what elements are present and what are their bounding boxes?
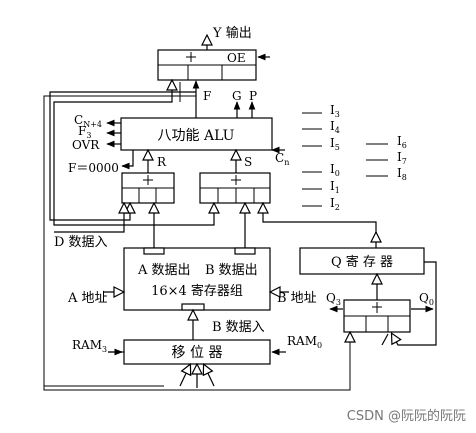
i6-label: I6 bbox=[397, 134, 407, 150]
f3-label: F3 bbox=[78, 124, 91, 140]
ram3-label: RAM3 bbox=[72, 338, 107, 354]
y-output-label: Y 输出 bbox=[212, 25, 252, 41]
i1-label: I1 bbox=[330, 179, 340, 195]
q-register-box bbox=[299, 247, 425, 275]
b-port-tab bbox=[234, 247, 256, 255]
a-bus-to-mux bbox=[53, 81, 172, 226]
s-label: S bbox=[244, 155, 252, 169]
b-address-label: B 地址 bbox=[277, 291, 317, 306]
i5-label: I5 bbox=[330, 136, 340, 152]
output-mux bbox=[157, 49, 257, 81]
register-group-label: 16×4 寄存器组 bbox=[151, 283, 243, 299]
b-data-out-label: B 数据出 bbox=[205, 263, 258, 278]
cn-label: Cn bbox=[275, 151, 289, 167]
i3-label: I3 bbox=[330, 103, 340, 119]
q0-label: Q0 bbox=[419, 291, 434, 307]
f-label: F bbox=[203, 89, 211, 103]
f-zero-arrow bbox=[121, 150, 134, 170]
r-label: R bbox=[157, 155, 167, 169]
oe-label: OE bbox=[227, 51, 246, 65]
p-label: P bbox=[249, 89, 257, 103]
watermark: CSDN @阮阮的阮阮 bbox=[347, 408, 466, 424]
alu-box bbox=[120, 117, 273, 151]
q-shifter bbox=[343, 299, 411, 333]
q-feedback bbox=[392, 261, 437, 346]
ovr-label: OVR bbox=[72, 138, 100, 152]
a-out-to-s bbox=[154, 204, 214, 226]
s-mux bbox=[199, 172, 271, 204]
ram0-label: RAM0 bbox=[287, 334, 322, 350]
cn4-label: CN+4 bbox=[74, 113, 102, 129]
d-in-arrow bbox=[54, 204, 124, 233]
q-register-label: Q 寄 存 器 bbox=[331, 254, 393, 270]
shifter-box bbox=[123, 339, 271, 365]
d-in-label: D 数据入 bbox=[54, 235, 108, 250]
b-in-tab bbox=[181, 303, 205, 311]
shifter-label: 移 位 器 bbox=[172, 345, 223, 361]
a-data-out-label: A 数据出 bbox=[137, 263, 191, 278]
q-feedback-chevron bbox=[381, 333, 389, 346]
f-zero-label: F＝0000 bbox=[68, 161, 119, 175]
q-to-s bbox=[263, 204, 377, 233]
i7-label: I7 bbox=[397, 150, 407, 166]
a-address-label: A 地址 bbox=[67, 291, 108, 306]
g-label: G bbox=[232, 89, 242, 103]
register-file-box bbox=[123, 247, 271, 311]
shift-in-right bbox=[204, 365, 215, 387]
i0-label: I0 bbox=[330, 162, 340, 178]
a-port-tab bbox=[143, 247, 165, 255]
f-bus-to-r bbox=[49, 91, 196, 221]
i4-label: I4 bbox=[330, 119, 340, 135]
f-bus-to-shifter bbox=[43, 95, 196, 387]
i8-label: I8 bbox=[397, 166, 407, 182]
alu-label: 八功能 ALU bbox=[158, 128, 235, 144]
r-mux bbox=[121, 172, 175, 204]
i2-label: I2 bbox=[330, 196, 340, 212]
b-data-in-label: B 数据入 bbox=[212, 320, 265, 335]
q3-label: Q3 bbox=[326, 291, 341, 307]
shift-in-left bbox=[179, 365, 190, 387]
f-bus-to-qshift bbox=[43, 333, 351, 391]
